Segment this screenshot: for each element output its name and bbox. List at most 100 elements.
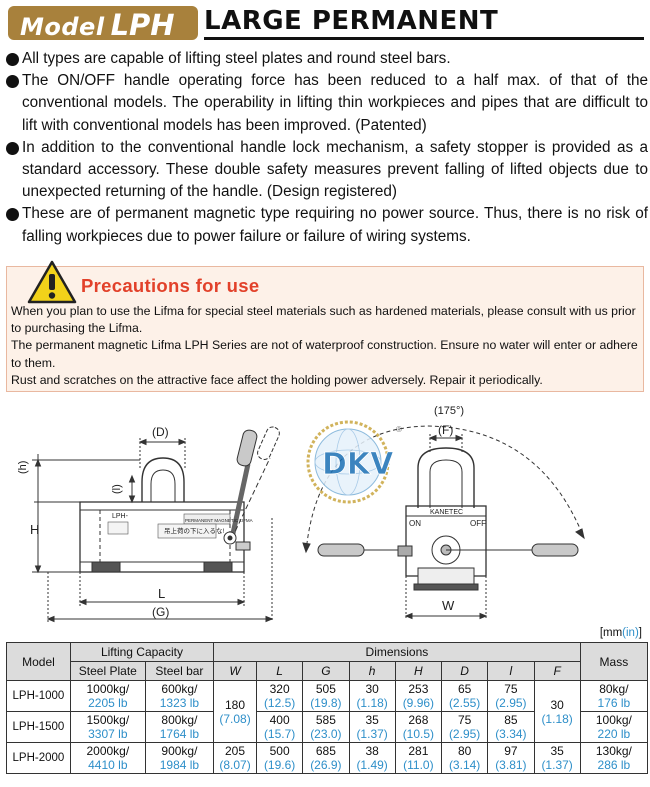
unit-note: [mm(in)]: [600, 627, 642, 639]
l-mm: 500: [269, 744, 290, 758]
w-mm: 205: [225, 744, 246, 758]
plate-label: PERMANENT MAGNETIC LIFMA: [185, 518, 253, 523]
bar-cell: 800kg/1764 lb: [144, 711, 215, 743]
plate-cell: 2000kg/4410 lb: [69, 742, 146, 774]
bullet-dot-icon: [6, 208, 19, 222]
l-in: (15.7): [263, 727, 296, 741]
front-view: [32, 426, 280, 623]
header-mass: Mass: [579, 642, 649, 681]
header-w: W: [213, 661, 257, 681]
header-g: G: [302, 661, 350, 681]
bar-lb: 1984 lb: [159, 758, 200, 772]
model-cell: LPH-1000: [6, 680, 71, 712]
watermark-text: DKV: [322, 447, 394, 482]
bar-kg: 600kg/: [161, 682, 198, 696]
g-in: (19.8): [310, 696, 342, 710]
plate-cell: 1500kg/3307 lb: [69, 711, 146, 743]
unit-close: ]: [638, 627, 642, 639]
on-label: ON: [409, 519, 421, 528]
h-cell: 253(9.96): [394, 680, 443, 712]
unit-in: (in): [622, 627, 639, 639]
plate-lb: 3307 lb: [88, 727, 128, 741]
feature-item: The ON/OFF handle operating force has be…: [6, 70, 648, 137]
g-cell: 505(19.8): [302, 680, 350, 712]
lph-label: LPH-: [112, 513, 129, 520]
model-cell: LPH-1500: [6, 711, 71, 743]
header-d: D: [440, 661, 489, 681]
h-in: (9.96): [402, 696, 435, 710]
off-label: OFF: [470, 519, 486, 528]
angle-label: (175°): [434, 405, 464, 417]
caution-icon: [27, 260, 77, 304]
d-cell: 80(3.14): [440, 742, 489, 774]
precaution-line: When you plan to use the Lifma for speci…: [11, 304, 636, 336]
header-steel-bar: Steel bar: [144, 661, 215, 681]
bullet-dot-icon: [6, 53, 19, 66]
warning-label: 吊上荷の下に入るな!: [164, 526, 225, 535]
table-row: LPH-2000 2000kg/4410 lb 900kg/1984 lb 20…: [6, 742, 649, 774]
bullet-dot-icon: [6, 75, 19, 89]
unit-mm: [mm: [599, 627, 623, 639]
plate-kg: 1000kg/: [86, 682, 130, 696]
model-badge: Model LPH: [8, 6, 198, 42]
l-mm: 400: [269, 713, 290, 727]
dim-h-label: H: [30, 522, 39, 537]
l-small-mm: 85: [504, 713, 518, 727]
mass-lb: 286 lb: [597, 758, 631, 772]
plate-kg: 1500kg/: [86, 713, 130, 727]
plate-cell: 1000kg/2205 lb: [69, 680, 146, 712]
g-mm: 585: [315, 713, 336, 727]
header-lifting-capacity: Lifting Capacity: [69, 642, 215, 662]
f-in: (1.37): [541, 758, 573, 772]
h-in: (11.0): [403, 758, 434, 772]
l-in: (19.6): [263, 758, 296, 772]
header-f: F: [533, 661, 581, 681]
page-title: LARGE PERMANENT: [204, 6, 499, 36]
d-in: (2.95): [448, 727, 481, 741]
side-view: [302, 425, 585, 620]
l-small-in: (3.81): [495, 758, 527, 772]
header-l: L: [255, 661, 304, 681]
w-in: (7.08): [219, 711, 251, 726]
table-row: LPH-1000 1000kg/2205 lb 600kg/1323 lb 18…: [6, 680, 649, 743]
d-in: (2.55): [448, 696, 481, 710]
model-cell: LPH-2000: [6, 742, 71, 774]
l-small-mm: 97: [504, 744, 518, 758]
l-small-cell: 75(2.95): [487, 680, 535, 712]
f-in: (1.18): [541, 711, 573, 726]
bullet-dot-icon: [6, 141, 19, 155]
l-small-cell: 85(3.34): [487, 711, 535, 743]
table-header-row: Model Lifting Capacity Dimensions Mass: [6, 642, 649, 681]
l-cell: 400(15.7): [255, 711, 304, 743]
plate-kg: 2000kg/: [86, 744, 130, 758]
h-mm: 253: [408, 682, 429, 696]
feature-text: All types are capable of lifting steel p…: [22, 50, 451, 67]
header-model: Model: [6, 642, 71, 681]
h-mm: 281: [408, 744, 429, 758]
feature-item: These are of permanent magnetic type req…: [6, 203, 648, 247]
f-merged-cell: 30(1.18): [533, 680, 581, 743]
dkv-watermark-logo: DKV ®: [306, 420, 402, 504]
mass-lb: 220 lb: [597, 727, 631, 741]
technical-drawing: (D) (h) (l) H L (G) PERMANENT MAGNETIC L…: [0, 398, 650, 624]
h-small-cell: 38(1.49): [348, 742, 396, 774]
dim-f-label: (F): [438, 423, 453, 437]
d-mm: 65: [457, 682, 472, 696]
precaution-line: Rust and scratches on the attractive fac…: [11, 372, 543, 387]
dim-length-label: L: [158, 586, 165, 601]
h-small-in: (1.49): [356, 758, 388, 772]
precautions-text: When you plan to use the Lifma for speci…: [11, 303, 643, 389]
bar-kg: 800kg/: [161, 713, 198, 727]
l-in: (12.5): [263, 696, 296, 710]
dim-d-label: (D): [152, 425, 169, 439]
g-cell: 685(26.9): [302, 742, 350, 774]
h-small-mm: 35: [365, 713, 379, 727]
f-mm: 35: [550, 744, 564, 758]
l-small-mm: 75: [504, 682, 518, 696]
f-cell: 35(1.37): [533, 742, 581, 774]
feature-item: All types are capable of lifting steel p…: [6, 48, 648, 70]
precaution-line: The permanent magnetic Lifma LPH Series …: [11, 338, 638, 370]
h-cell: 268(10.5): [394, 711, 443, 743]
w-mm: 180: [225, 697, 246, 712]
registered-mark: ®: [396, 425, 402, 434]
